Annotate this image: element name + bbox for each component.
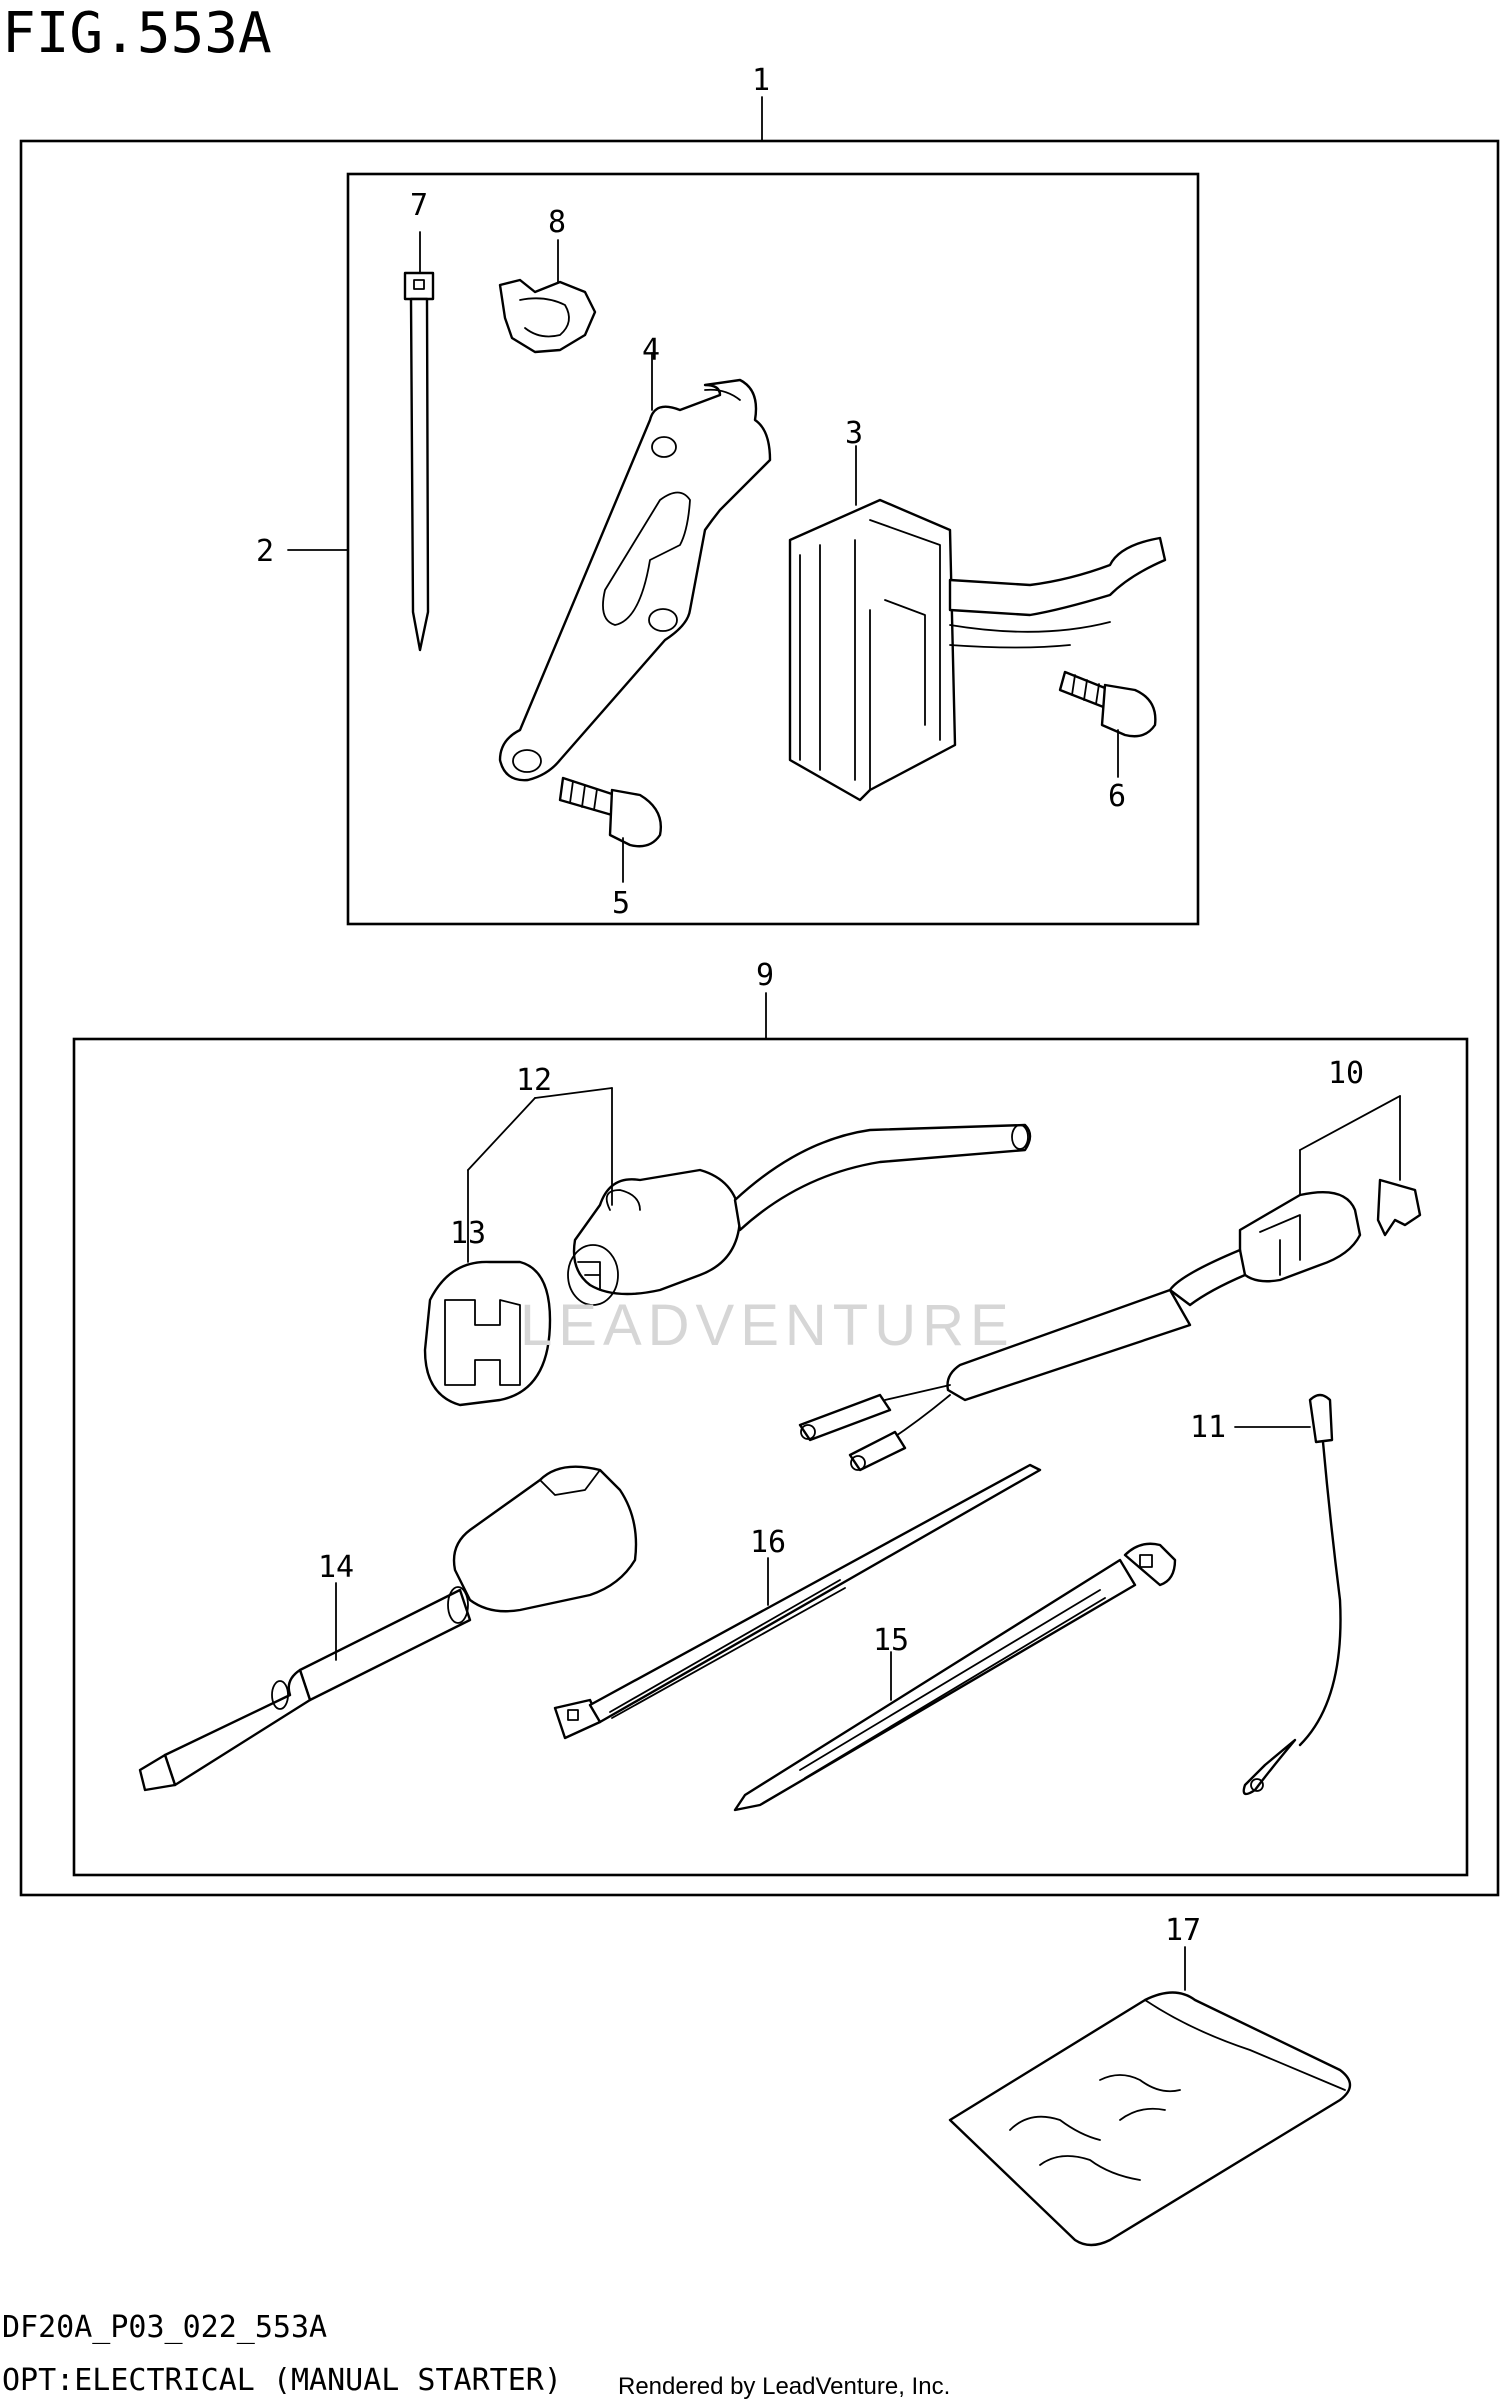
- callout-16: 16: [750, 1525, 786, 1560]
- callout-5: 5: [612, 886, 630, 921]
- callout-10: 10: [1328, 1056, 1364, 1091]
- figure-title: FIG.553A: [2, 1, 272, 66]
- callout-1: 1: [752, 63, 770, 98]
- cable-part-14: [138, 1465, 638, 1792]
- bracket-part-4: [498, 352, 772, 782]
- rendered-by: Rendered by LeadVenture, Inc.: [618, 2373, 950, 2400]
- bolt-part-6: [1058, 670, 1157, 778]
- callout-3: 3: [845, 416, 863, 451]
- callout-13: 13: [450, 1216, 486, 1251]
- watermark: LEADVENTURE: [520, 1293, 1015, 1358]
- rectifier-kit-frame: [287, 172, 1200, 926]
- model-code: DF20A_P03_022_553A: [2, 2310, 327, 2345]
- kit-assembly-frame: [19, 96, 1500, 1897]
- callout-8: 8: [548, 205, 566, 240]
- switch-boot-part-13: [423, 1260, 552, 1407]
- callout-17: 17: [1165, 1913, 1201, 1948]
- callout-11: 11: [1190, 1410, 1226, 1445]
- harness-kit-frame: [72, 992, 1469, 1877]
- cable-tie-part-7: [403, 231, 435, 652]
- key-switch-part-12: [567, 1123, 1032, 1306]
- callout-9: 9: [756, 958, 774, 993]
- callout-14: 14: [318, 1550, 354, 1585]
- callout-6: 6: [1108, 779, 1126, 814]
- diagram-caption: OPT:ELECTRICAL (MANUAL STARTER): [2, 2363, 562, 2398]
- bolt-part-5: [558, 776, 662, 883]
- clamp-part-8: [498, 239, 597, 354]
- fuse-holder-part-10: [1168, 1095, 1422, 1307]
- callout-12: 12: [516, 1063, 552, 1098]
- harness-wire-part-9: [798, 1288, 1192, 1472]
- rectifier-part-3: [788, 445, 1167, 802]
- callout-bracket-12-13: [467, 1087, 613, 1263]
- callout-2: 2: [256, 534, 274, 569]
- callout-4: 4: [642, 333, 660, 368]
- hardware-bag-part-17: [948, 1946, 1352, 2247]
- ground-lead-part-11: [1234, 1393, 1342, 1796]
- callout-15: 15: [873, 1623, 909, 1658]
- cable-tie-part-16: [553, 1463, 1042, 1740]
- cable-tie-part-15: [733, 1542, 1177, 1812]
- callout-7: 7: [410, 188, 428, 223]
